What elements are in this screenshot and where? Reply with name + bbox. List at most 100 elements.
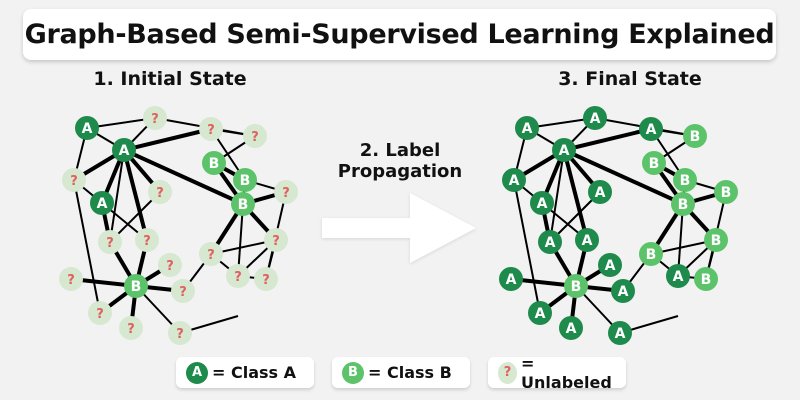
graph-edge [73, 179, 101, 314]
legend-class-a: A = Class A [176, 357, 314, 388]
node-label: B [690, 129, 701, 145]
unlabeled-node: ? [143, 106, 167, 130]
node-circle [608, 321, 632, 345]
final-state-label: 3. Final State [558, 68, 702, 90]
node-label: ? [67, 273, 75, 288]
node-label: B [238, 197, 249, 213]
node-circle [199, 242, 223, 266]
node-circle [75, 116, 99, 140]
class-a-node: A [611, 279, 635, 303]
class-a-node: A [598, 253, 622, 277]
class-a-node: A [528, 301, 552, 325]
node-label: ? [70, 174, 78, 189]
class-b-node: B [694, 267, 718, 291]
node-circle [135, 228, 159, 252]
unlabeled-node: ? [254, 267, 278, 291]
node-label: A [119, 143, 130, 159]
node-label: A [537, 196, 548, 212]
node-label: A [582, 233, 593, 249]
node-circle [666, 264, 690, 288]
graph-edge [563, 148, 684, 206]
unlabeled-node: ? [158, 253, 182, 277]
node-circle [538, 230, 562, 254]
node-label: ? [272, 234, 280, 249]
class-a-node: A [552, 138, 576, 162]
unlabeled-node: ? [135, 228, 159, 252]
node-label: A [97, 196, 108, 212]
class-b-node: B [231, 192, 255, 216]
node-label: A [646, 122, 657, 138]
node-circle [528, 301, 552, 325]
legend-unlabeled-label: = Unlabeled [521, 353, 612, 392]
class-b-node: B [202, 151, 226, 175]
unlabeled-node: ? [274, 180, 298, 204]
unlabeled-node: ? [264, 228, 288, 252]
node-label: ? [251, 130, 259, 145]
node-label: ? [127, 322, 135, 337]
node-label: A [522, 121, 533, 137]
node-label: A [559, 143, 570, 159]
node-circle [671, 192, 695, 216]
node-circle [233, 168, 257, 192]
node-label: A [509, 173, 520, 189]
node-circle [98, 230, 122, 254]
node-circle [274, 180, 298, 204]
node-label: ? [262, 273, 270, 288]
class-a-node: A [530, 191, 554, 215]
class-b-node: B [642, 151, 666, 175]
graph-edge [549, 149, 565, 243]
graph-edge [122, 149, 149, 241]
class-b-node: B [124, 274, 148, 298]
node-circle [683, 124, 707, 148]
class-b-node: B [673, 168, 697, 192]
node-label: B [209, 156, 220, 172]
node-label: ? [156, 186, 164, 201]
graph-edge [123, 127, 212, 152]
node-circle [588, 180, 612, 204]
unlabeled-node: ? [171, 279, 195, 303]
class-b-node: B [714, 180, 738, 204]
node-circle [62, 168, 86, 192]
node-label: B [240, 173, 251, 189]
node-circle [559, 316, 583, 340]
node-circle [714, 180, 738, 204]
class-a-node: A [499, 267, 523, 291]
node-label: B [678, 197, 689, 213]
class-a-node: A [639, 117, 663, 141]
legend-class-b-label: = Class B [368, 363, 452, 382]
node-label: A [506, 272, 517, 288]
node-circle [575, 228, 599, 252]
class-a-swatch-icon: A [186, 361, 208, 384]
node-circle [124, 274, 148, 298]
legend-class-b: B = Class B [332, 357, 470, 388]
propagation-arrow [322, 193, 476, 263]
node-label: A [595, 185, 606, 201]
title-banner: Graph-Based Semi-Supervised Learning Exp… [23, 9, 776, 60]
class-b-node: B [671, 192, 695, 216]
node-label: A [82, 121, 93, 137]
class-a-node: A [90, 191, 114, 215]
node-circle [119, 316, 143, 340]
node-label: ? [96, 307, 104, 322]
unlabeled-node: ? [148, 180, 172, 204]
node-label: A [566, 321, 577, 337]
unlabeled-node: ? [119, 316, 143, 340]
node-circle [499, 267, 523, 291]
class-b-node: B [564, 274, 588, 298]
class-b-swatch-icon: B [342, 361, 364, 384]
node-circle [515, 116, 539, 140]
legend-unlabeled: ? = Unlabeled [488, 354, 626, 392]
legend-class-a-label: = Class A [212, 363, 296, 382]
class-b-node: B [639, 242, 663, 266]
unlabeled-node: ? [98, 230, 122, 254]
node-label: A [615, 326, 626, 342]
node-circle [639, 117, 663, 141]
class-a-node: A [559, 316, 583, 340]
graph-edge [123, 148, 244, 206]
unlabeled-node: ? [168, 321, 192, 345]
class-a-node: A [575, 228, 599, 252]
node-circle [694, 267, 718, 291]
node-label: A [605, 258, 616, 274]
class-a-node: A [75, 116, 99, 140]
propagation-line-2: Propagation [337, 161, 463, 182]
